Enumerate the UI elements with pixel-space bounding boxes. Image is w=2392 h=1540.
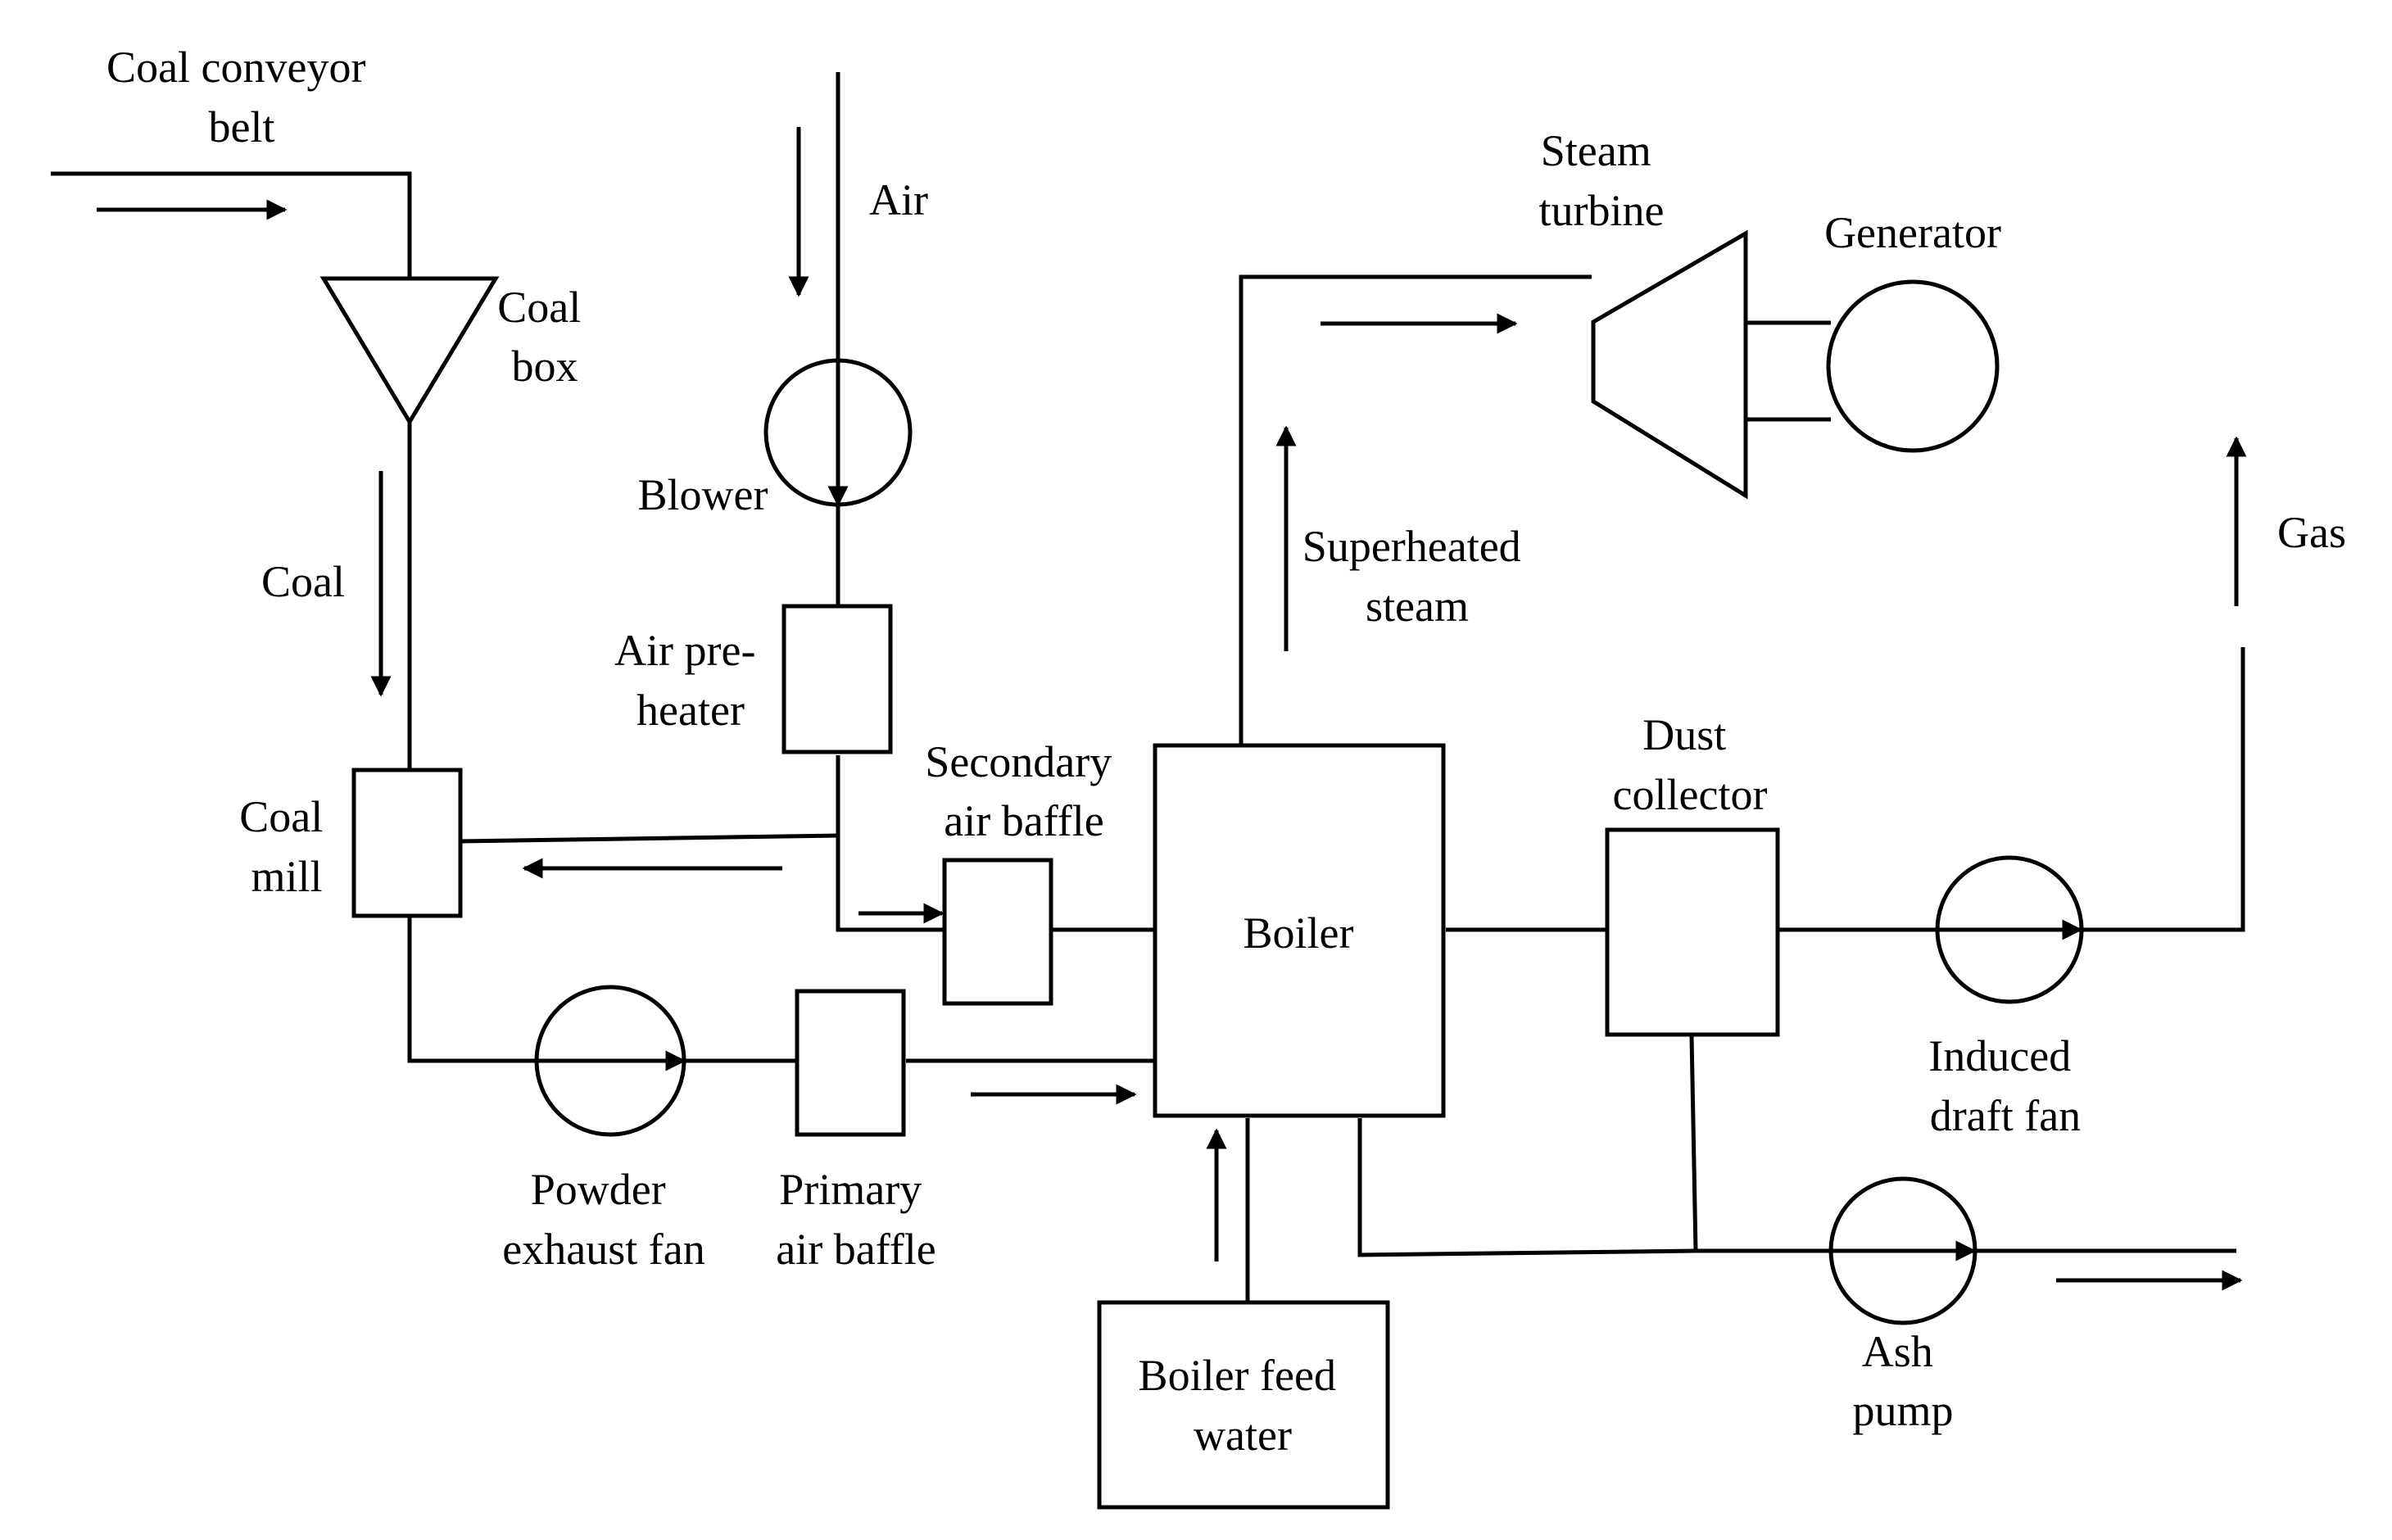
label-dust-collector: Dust collector xyxy=(1613,710,1768,819)
label-blower: Blower xyxy=(638,470,768,519)
label-generator: Generator xyxy=(1824,208,2001,257)
label-powder-exhaust-fan: Powder exhaust fan xyxy=(502,1165,704,1274)
generator xyxy=(1826,279,2000,453)
coal-mill xyxy=(351,768,463,918)
secondary-air-baffle xyxy=(942,858,1053,1006)
boiler xyxy=(1153,743,1446,1118)
steam-turbine xyxy=(1591,229,1748,500)
connection-lines xyxy=(51,72,2245,1302)
labels: Coal conveyor belt Coal box Coal Coal mi… xyxy=(106,43,2346,1460)
boiler-feed-water xyxy=(1097,1300,1390,1510)
label-boiler-feed-water: Boiler feed water xyxy=(1139,1351,1348,1460)
label-coal: Coal xyxy=(261,557,345,606)
label-air-preheater: Air pre- heater xyxy=(614,626,767,735)
label-coal-mill: Coal mill xyxy=(239,792,334,901)
air-preheater xyxy=(781,604,893,754)
dust-collector xyxy=(1605,827,1780,1037)
label-ash-pump: Ash pump xyxy=(1852,1327,1953,1435)
label-secondary-air-baffle: Secondary air baffle xyxy=(925,737,1122,845)
label-superheated-steam: Superheated steam xyxy=(1302,522,1532,631)
label-primary-air-baffle: Primary air baffle xyxy=(776,1165,936,1274)
label-coal-box: Coal box xyxy=(497,283,592,391)
label-air: Air xyxy=(869,175,928,224)
label-steam-turbine: Steam turbine xyxy=(1539,126,1665,235)
coal-box xyxy=(319,276,500,426)
label-gas: Gas xyxy=(2277,508,2346,557)
label-induced-draft-fan: Induced draft fan xyxy=(1928,1031,2082,1140)
label-coal-conveyor-belt: Coal conveyor belt xyxy=(106,43,377,152)
primary-air-baffle xyxy=(795,989,906,1137)
label-boiler: Boiler xyxy=(1244,908,1354,958)
